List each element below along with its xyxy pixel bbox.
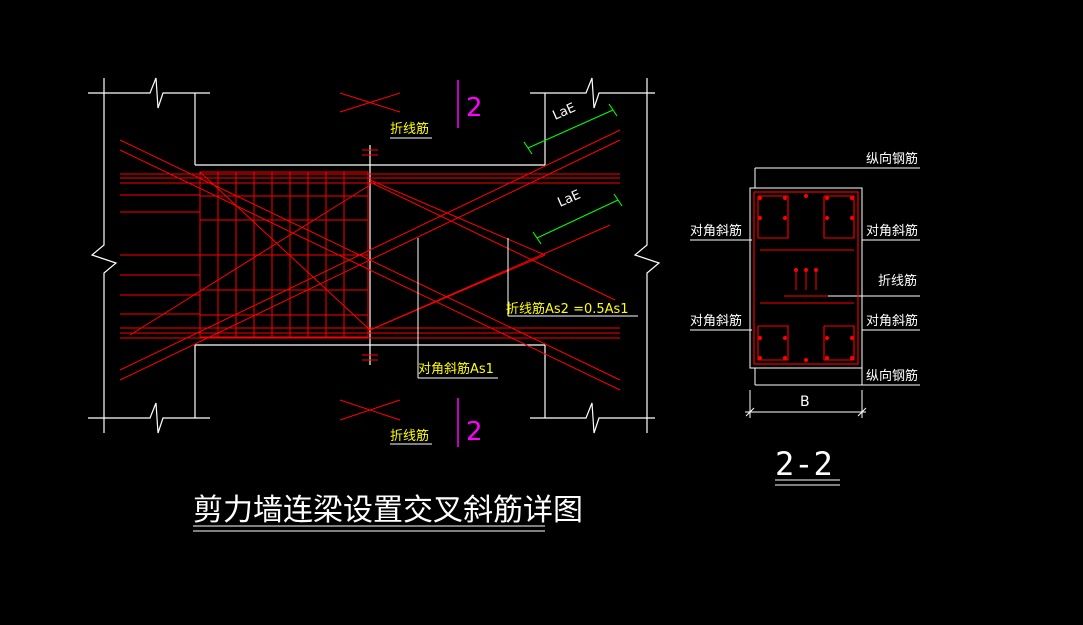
fold-bar-marks: [339, 92, 401, 421]
label-lae-middle: LaE: [556, 187, 584, 210]
label-fold-bar-top: 折线筋: [390, 121, 429, 137]
left-wall-outline: [88, 77, 210, 434]
label-fold-bar-section: 折线筋: [878, 273, 917, 289]
label-longitudinal-top: 纵向钢筋: [866, 151, 918, 167]
section-mark-top: 2: [466, 93, 483, 123]
label-diagonal-right-bottom: 对角斜筋: [866, 313, 918, 329]
section-mark-bottom: 2: [466, 417, 483, 447]
lae-dimensions: [523, 103, 623, 245]
drawing-title: 剪力墙连梁设置交叉斜筋详图: [193, 493, 583, 528]
label-diagonal-right-top: 对角斜筋: [866, 223, 918, 239]
title-underlines: [193, 479, 840, 532]
right-wall-outline: [530, 77, 661, 434]
label-diagonal-left-top: 对角斜筋: [690, 223, 742, 239]
label-fold-bar-bottom: 折线筋: [390, 428, 429, 444]
label-diag-bar-as1: 对角斜筋As1: [418, 361, 494, 377]
longitudinal-bars: [120, 173, 620, 339]
label-width-b: B: [800, 394, 810, 410]
section-title: 2-2: [775, 445, 833, 483]
section-2-2: [690, 167, 920, 418]
leader-lines: [390, 137, 638, 445]
stirrup-cage: [199, 171, 369, 338]
label-lae-top: LaE: [551, 100, 579, 123]
diagonal-bars: [119, 129, 621, 391]
label-longitudinal-bottom: 纵向钢筋: [866, 368, 918, 384]
drawing-labels: 折线筋 折线筋 对角斜筋As1 折线筋As2 =0.5As1 2 2 LaE L…: [193, 93, 918, 528]
label-diagonal-left-bottom: 对角斜筋: [690, 313, 742, 329]
label-fold-bar-as2: 折线筋As2 =0.5As1: [506, 301, 629, 317]
